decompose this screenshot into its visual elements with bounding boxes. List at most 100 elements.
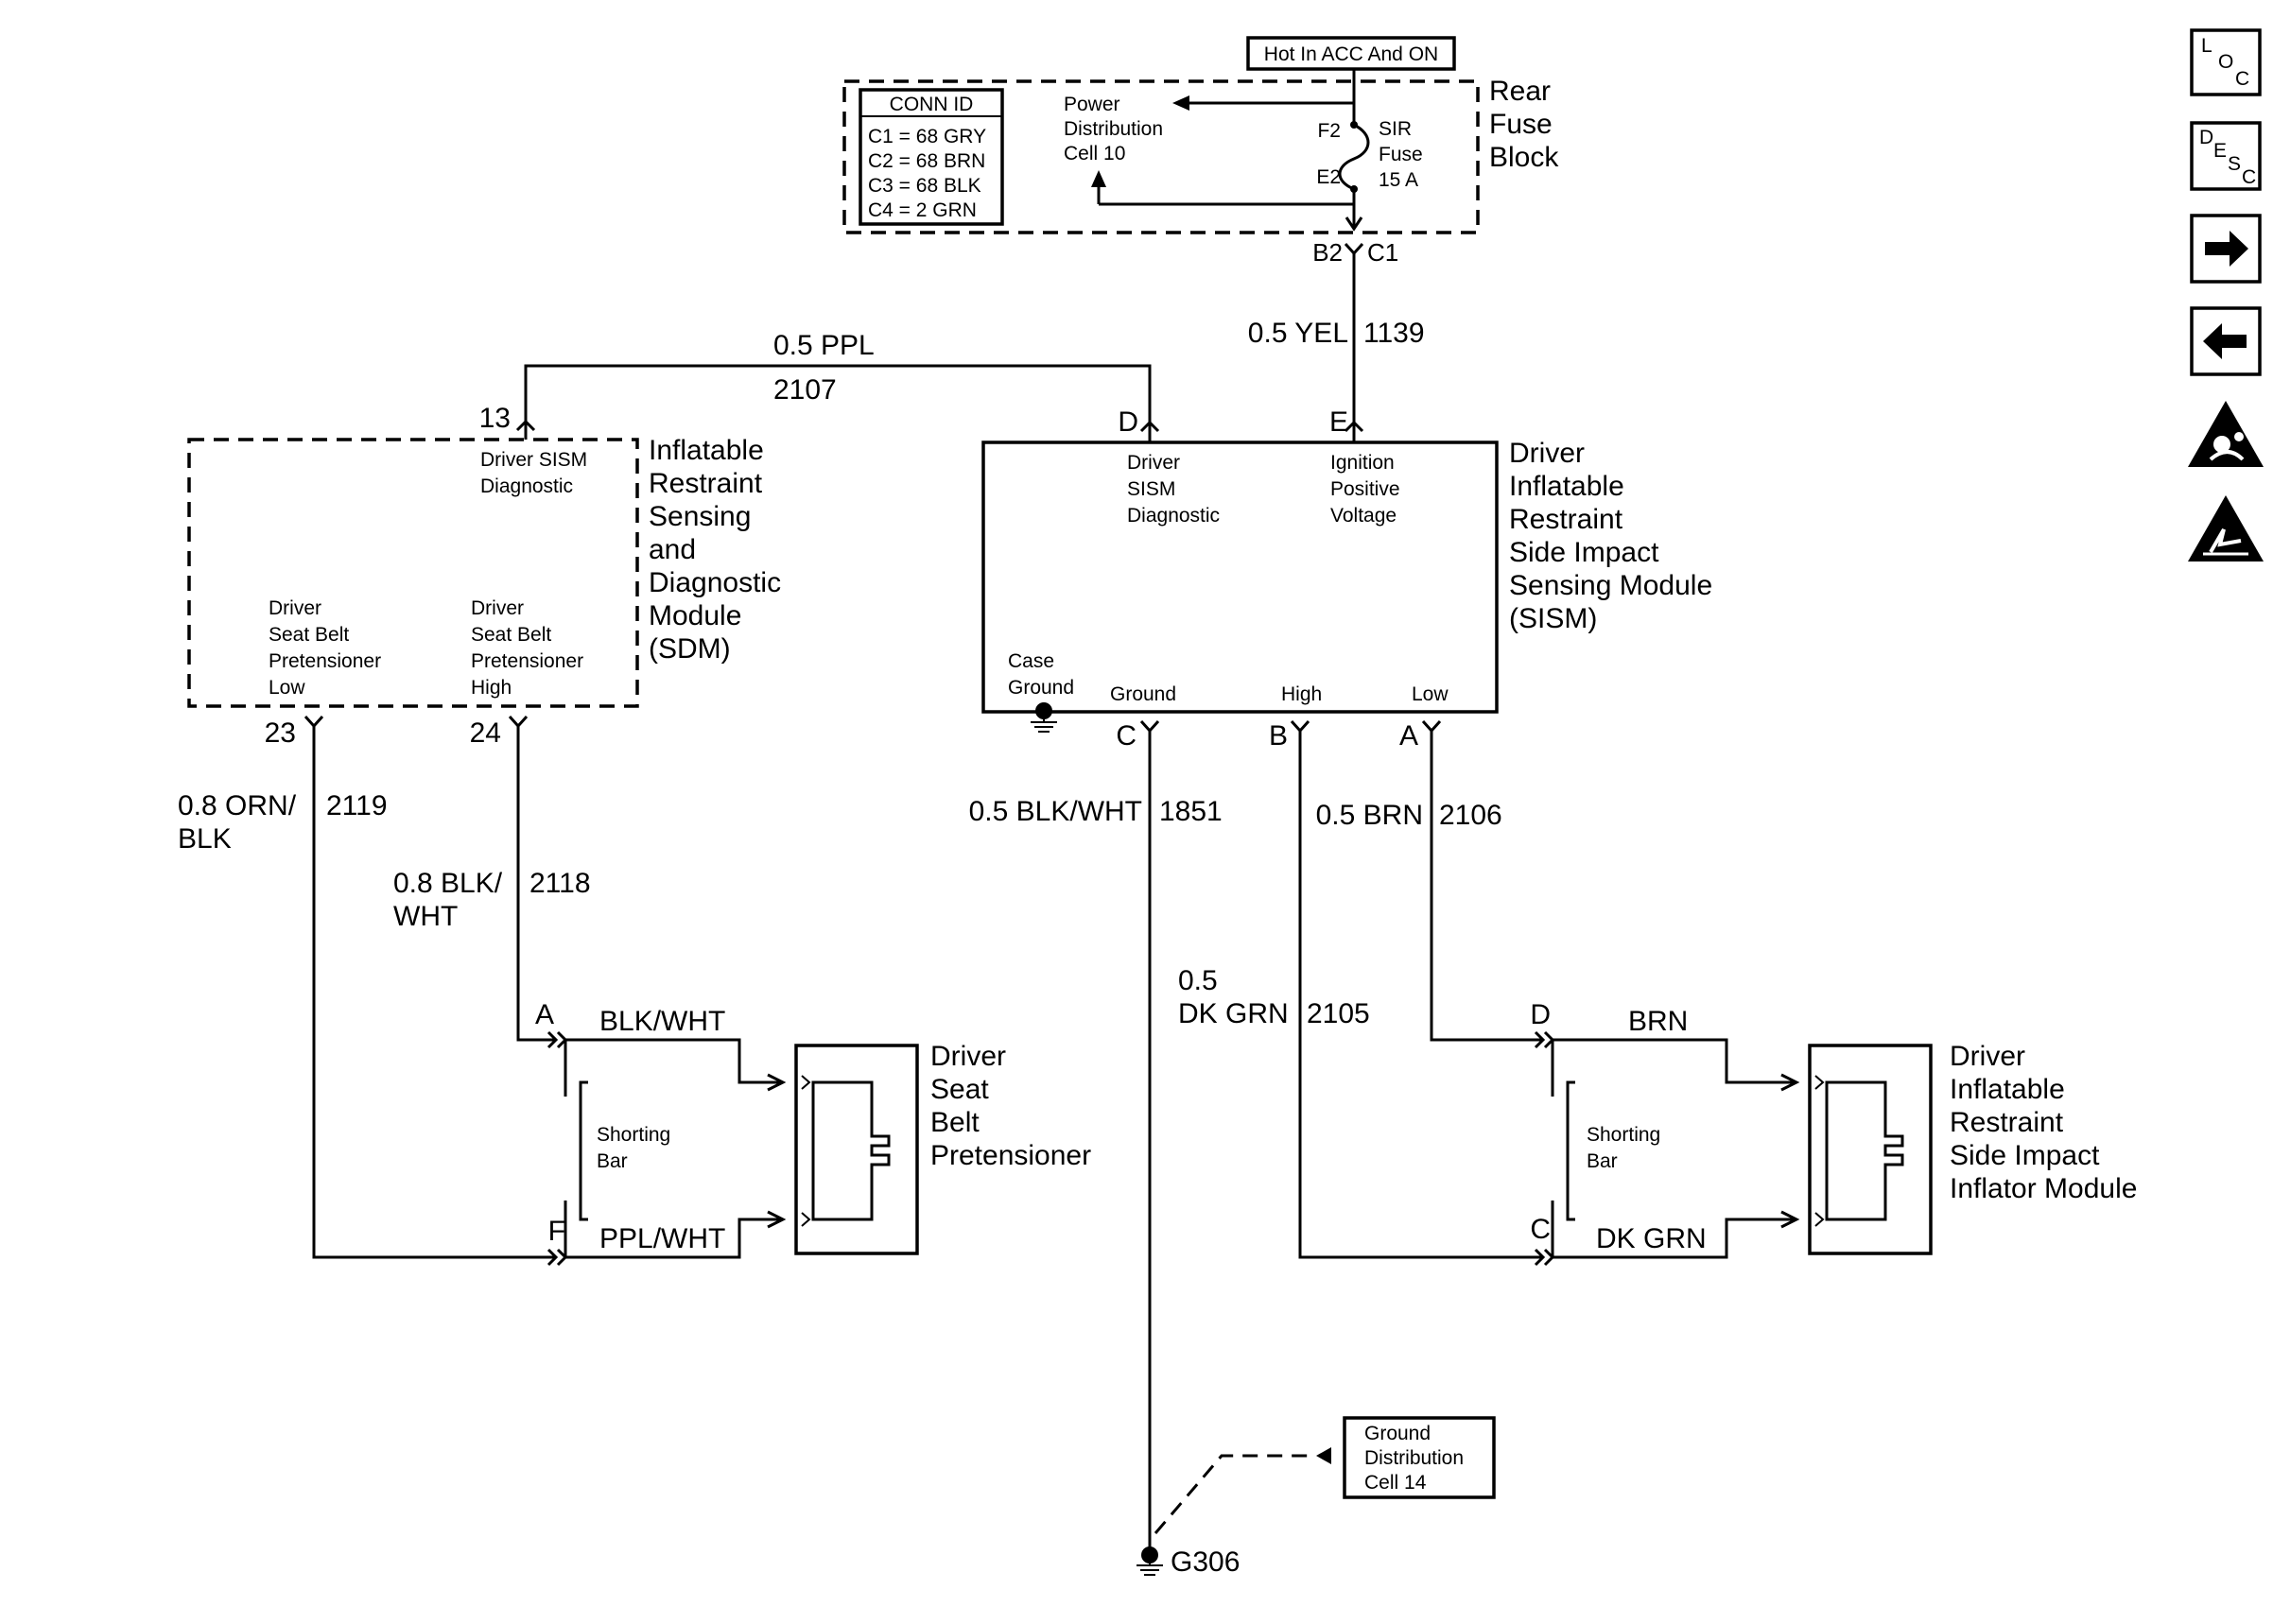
pretensioner-shorting-bar-label: Shorting Bar <box>597 1124 676 1172</box>
wire-blk-wht-sdm-circuit: 2118 <box>529 868 591 899</box>
pretensioner-pin-a: A <box>535 999 554 1030</box>
sism-low-label: Low <box>1412 683 1449 705</box>
conn-id-header: CONN ID <box>890 94 974 115</box>
case-ground-icon <box>1031 702 1057 733</box>
previous-page-button[interactable] <box>2190 306 2262 376</box>
sdm-pretensioner-low-label: Driver Seat Belt Pretensioner Low <box>269 597 387 699</box>
sism-label: Driver Inflatable Restraint Side Impact … <box>1509 438 1721 634</box>
sism-high-label: High <box>1281 683 1322 705</box>
desc-letter: D <box>2199 127 2213 148</box>
sism-case-ground-label: Case Ground <box>1008 650 1074 699</box>
connector-chevron <box>1534 1248 1546 1267</box>
ground-g306: G306 Ground Distribution Cell 14 <box>1136 1416 1496 1578</box>
arrow-right-icon <box>1780 1073 1800 1092</box>
wire-dk-grn-color: 0.5 DK GRN <box>1178 965 1289 1029</box>
connector-chevron <box>508 715 529 729</box>
pretensioner-wire-top: BLK/WHT <box>599 1006 725 1037</box>
wire-brn-color: 0.5 BRN <box>1316 800 1423 831</box>
inflator-shorting-bar-label: Shorting Bar <box>1587 1124 1666 1172</box>
squib-symbol <box>823 1080 891 1221</box>
power-distribution-label: Power Distribution Cell 10 <box>1064 94 1169 164</box>
loc-letter: L <box>2201 35 2212 57</box>
arrow-left-icon <box>2203 323 2247 359</box>
arrow-left-icon <box>1316 1447 1331 1464</box>
arrow-up-icon <box>1091 170 1106 187</box>
squib-symbol <box>811 1080 823 1221</box>
wire-orn-blk-2119 <box>312 726 556 1259</box>
conn-id-row: C3 = 68 BLK <box>868 175 981 197</box>
inflator-label: Driver Inflatable Restraint Side Impact … <box>1950 1041 2137 1204</box>
connector-chevron <box>1534 1030 1546 1049</box>
connector-chevron <box>1421 719 1442 734</box>
connector-chevron <box>547 1248 559 1267</box>
inflator-wire-top: BRN <box>1628 1006 1688 1037</box>
wire-yel-circuit: 1139 <box>1363 318 1425 349</box>
wire-orn-blk-color: 0.8 ORN/ BLK <box>178 790 304 855</box>
inflator-pin-d: D <box>1530 999 1551 1030</box>
shorting-bar <box>1566 1080 1575 1221</box>
conn-id-row: C2 = 68 BRN <box>868 150 985 172</box>
inflator-device: Driver Inflatable Restraint Side Impact … <box>1808 1041 2137 1255</box>
desc-letter: C <box>2242 166 2256 188</box>
loc-letter: C <box>2235 68 2249 90</box>
connector-chevron <box>801 1212 811 1227</box>
arrow-right-icon <box>767 1073 787 1092</box>
connector-chevron <box>547 1030 559 1049</box>
wire-blk-wht-2118 <box>516 726 556 1042</box>
connector-chevron <box>1139 719 1160 734</box>
sdm-sism-diagnostic-label: Driver SISM Diagnostic <box>480 449 593 497</box>
conn-id-row: C1 = 68 GRY <box>868 126 986 147</box>
airbag-warning-icon <box>2188 401 2264 467</box>
ground-distribution-label: Ground Distribution Cell 14 <box>1364 1423 1469 1494</box>
wire-blk-wht-sdm-color: 0.8 BLK/ WHT <box>393 868 510 932</box>
ground-distribution-box <box>1343 1416 1496 1499</box>
inflator-connector: D C Shorting Bar BRN DK GRN <box>1530 999 1800 1267</box>
sism-ignition-label: Ignition Positive Voltage <box>1330 452 1405 527</box>
location-button[interactable]: L O C <box>2190 28 2262 96</box>
pretensioner-pin-f: F <box>548 1216 565 1247</box>
sdm-pretensioner-high-label: Driver Seat Belt Pretensioner High <box>471 597 589 699</box>
sism-ground-label: Ground <box>1110 683 1176 705</box>
wire-orn-blk-circuit: 2119 <box>326 790 388 821</box>
description-button[interactable]: D E S C <box>2190 121 2262 191</box>
sism-pin-d: D <box>1118 406 1138 438</box>
wire-brn-2106 <box>1430 731 1543 1042</box>
conn-id-row: C4 = 2 GRN <box>868 199 977 221</box>
rear-fuse-block-label: Rear Fuse Block <box>1489 76 1560 173</box>
connector-chevron <box>801 1075 811 1090</box>
connector-chevron <box>1345 216 1363 232</box>
next-page-button[interactable] <box>2190 214 2262 284</box>
desc-letter: E <box>2213 140 2227 162</box>
sir-fuse-label: SIR Fuse 15 A <box>1379 118 1429 191</box>
terminal-e2: E2 <box>1316 166 1341 188</box>
inflator-outline <box>1808 1044 1933 1255</box>
inflator-pin-c: C <box>1530 1214 1551 1245</box>
pretensioner-outline <box>794 1044 919 1255</box>
sism-outline <box>981 441 1499 714</box>
ground-reference-dashed <box>1154 1454 1316 1534</box>
arrow-left-icon <box>1172 95 1189 111</box>
sism-module: Driver Inflatable Restraint Side Impact … <box>981 406 1721 752</box>
connector-chevron <box>304 715 324 729</box>
connector-chevron <box>1814 1075 1825 1090</box>
airbag-warning-button[interactable] <box>2188 401 2264 467</box>
wire-blk-wht-sism-circuit: 1851 <box>1159 796 1223 827</box>
wire-ppl-2107 <box>524 364 1152 423</box>
terminal-b2: B2 <box>1312 238 1343 267</box>
sdm-outline <box>187 438 639 708</box>
esd-warning-button[interactable] <box>2188 495 2264 561</box>
connector-chevron <box>1814 1212 1825 1227</box>
wire-ppl-circuit: 2107 <box>773 374 837 406</box>
wire-pretensioner-top <box>565 1038 783 1084</box>
wire-dk-grn-2105 <box>1298 731 1543 1259</box>
sism-pin-a: A <box>1399 720 1418 752</box>
terminal-f2: F2 <box>1317 120 1341 142</box>
desc-letter: S <box>2228 153 2241 175</box>
nav-panel: L O C D E S C <box>2188 28 2264 561</box>
connector-chevron <box>1344 242 1364 256</box>
sir-fuse-symbol <box>1338 123 1370 191</box>
inflator-wire-bottom: DK GRN <box>1596 1223 1707 1254</box>
terminal-c1: C1 <box>1367 238 1398 267</box>
conn-id-table: CONN ID C1 = 68 GRY C2 = 68 BRN C3 = 68 … <box>859 88 1004 226</box>
